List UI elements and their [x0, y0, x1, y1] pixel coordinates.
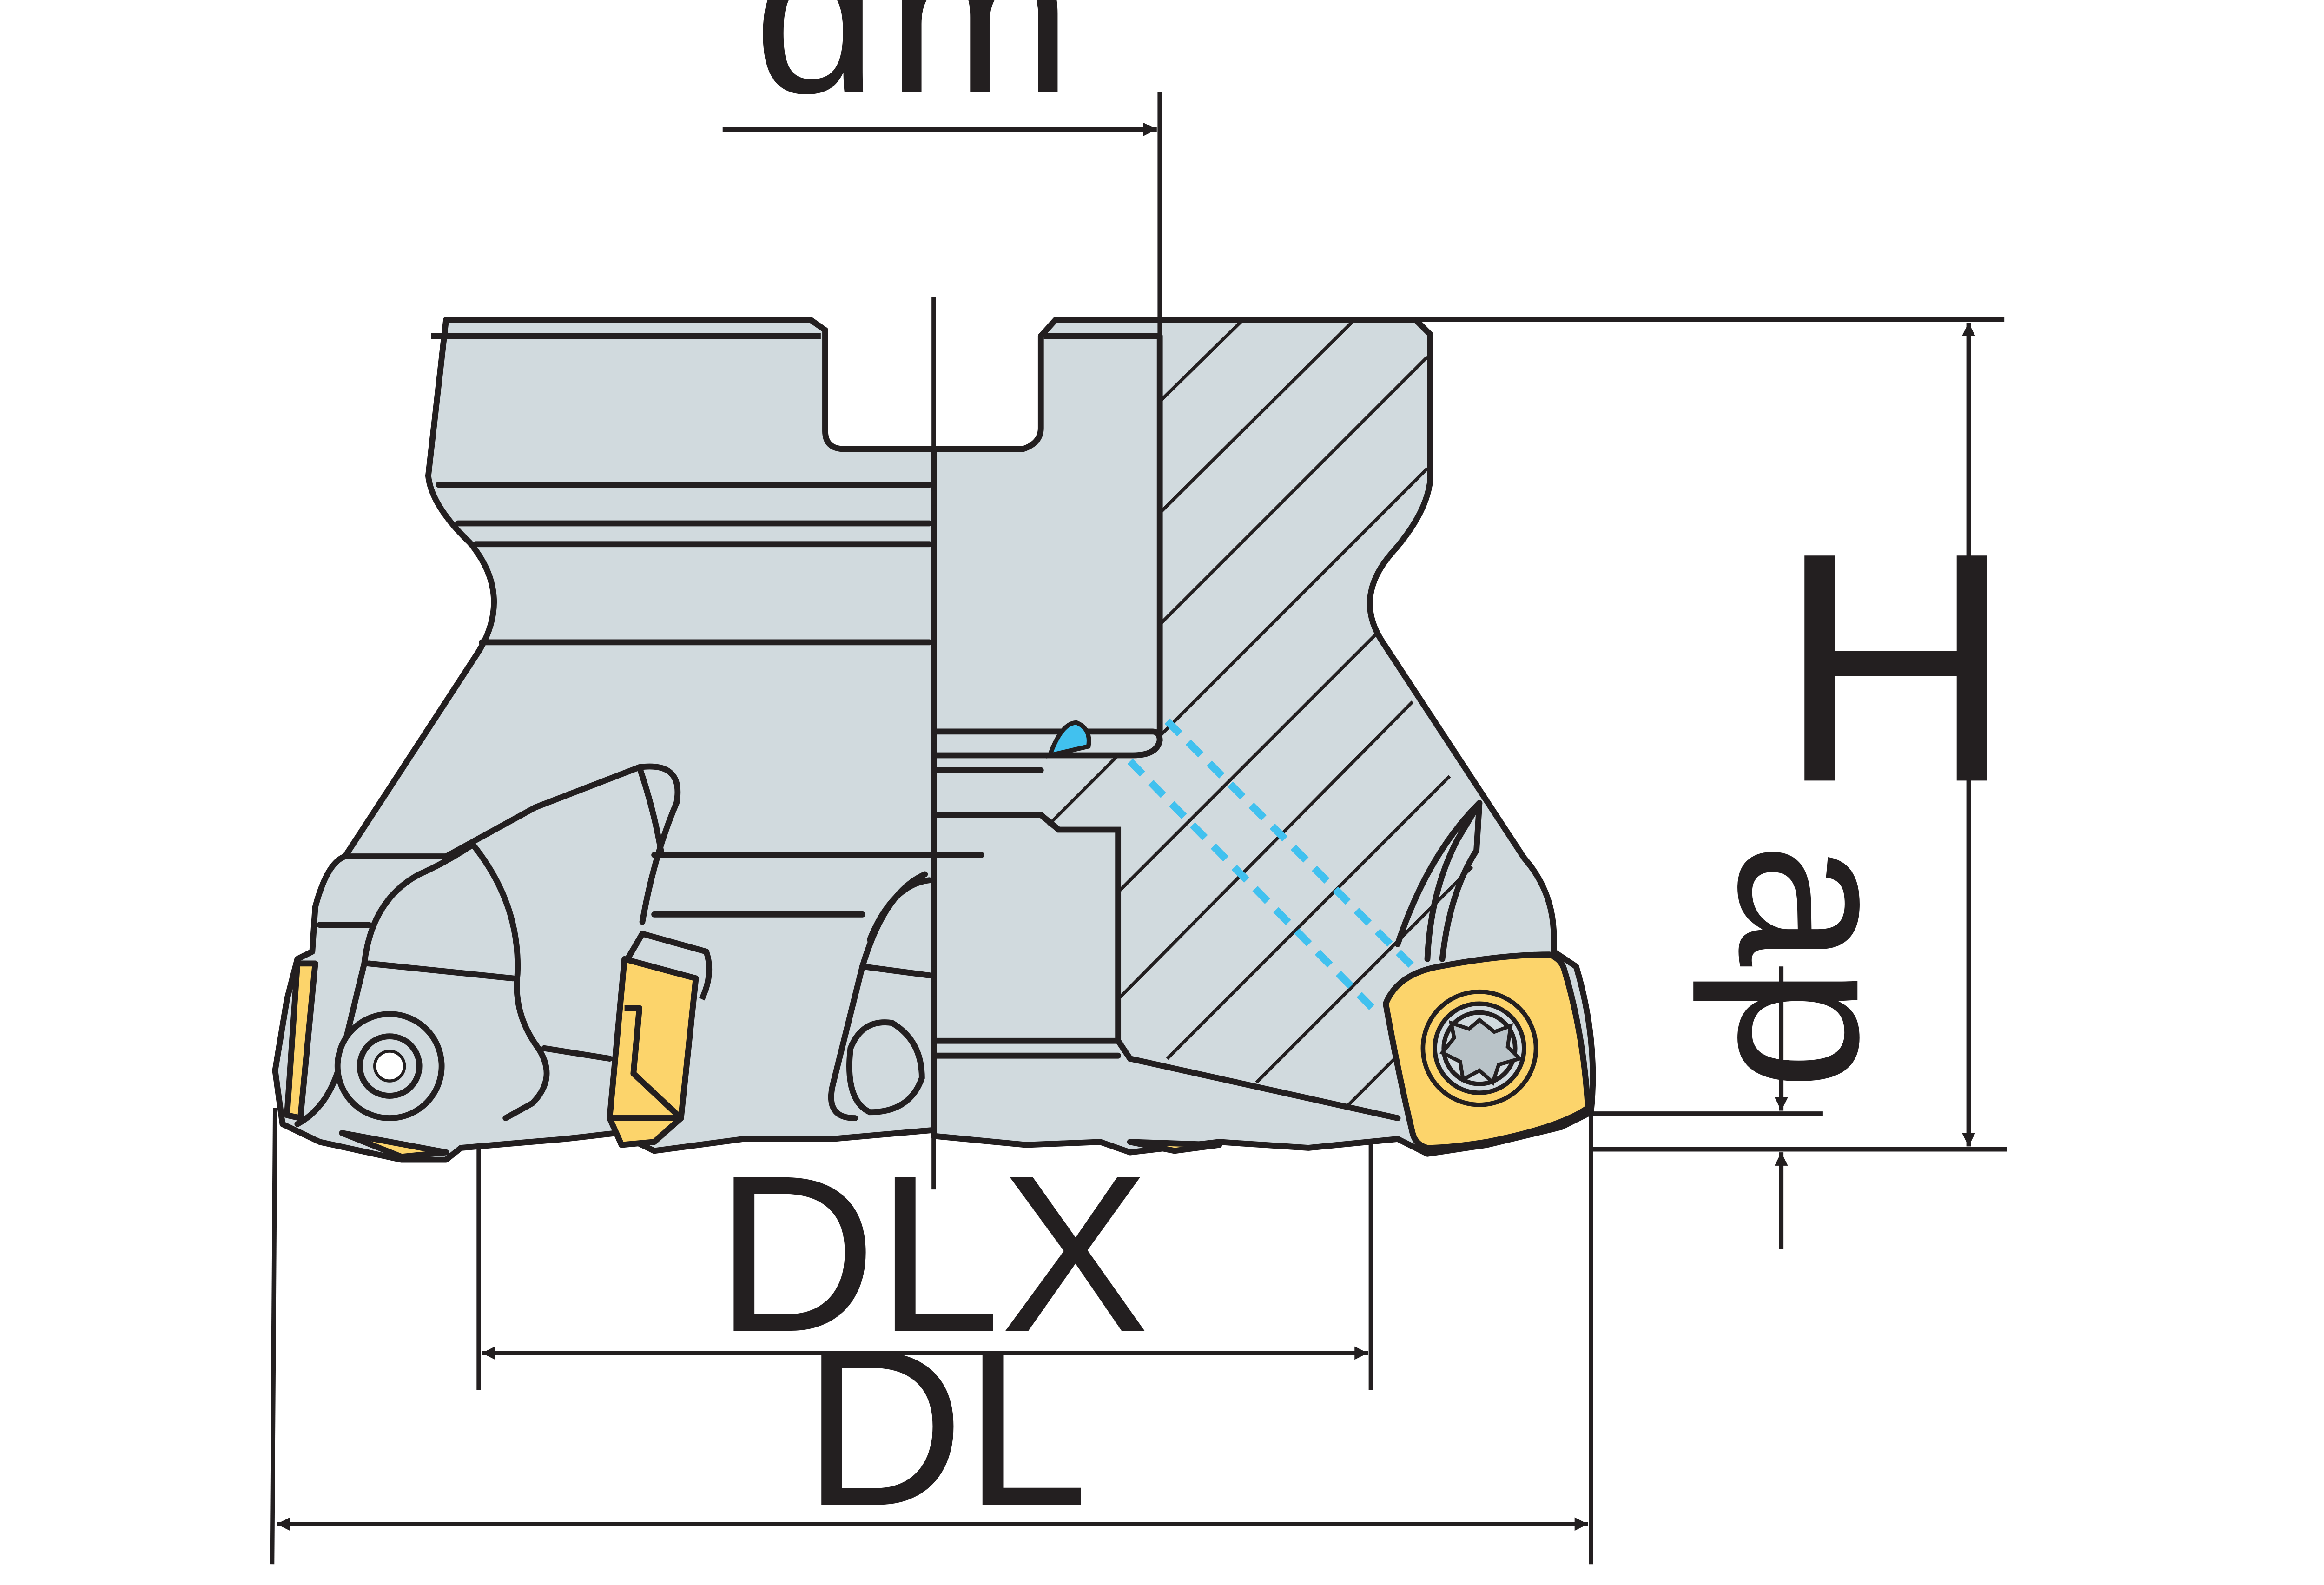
internal-features — [294, 333, 1483, 1127]
torx-screw-icon — [1420, 989, 1538, 1107]
screw-left-icon — [334, 1011, 445, 1121]
insert-left — [284, 960, 318, 1121]
screw-center-icon — [846, 1019, 925, 1116]
coolant-outlet — [1046, 720, 1091, 759]
dimension-lines — [270, 92, 2007, 1565]
section-hatching — [1047, 320, 1473, 1109]
dlx-label: DLX — [715, 1129, 1149, 1378]
coolant-channel — [1046, 718, 1415, 1014]
ap-label: ap — [1691, 842, 1941, 1090]
dl-label: DL — [803, 1303, 1088, 1552]
cutter-left-half — [272, 317, 937, 1163]
dm-label: dm — [753, 0, 1081, 139]
h-label: H — [1778, 485, 2014, 850]
